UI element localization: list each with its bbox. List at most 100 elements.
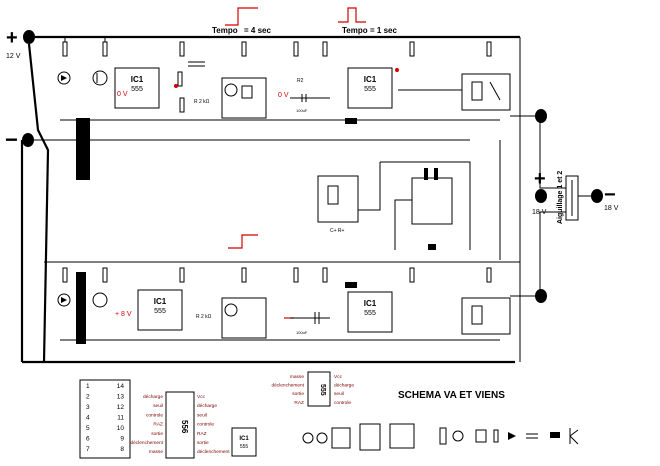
pinout-556-label: 556 [180, 420, 189, 434]
supply-minus-terminal: − [5, 127, 34, 152]
transistor-relay-bottom [224, 303, 238, 317]
r2-label-top: R2 [297, 78, 304, 84]
pin555-left: déclenchement [271, 383, 304, 389]
led-bottom [57, 293, 71, 307]
dip14-pin-right: 8 [120, 446, 124, 453]
tempo-right: Tempo = 1 sec [338, 7, 397, 35]
output-label: Aiguillage 1 et 2 [557, 171, 564, 224]
relay-right-top [461, 73, 511, 111]
dip14-pin-right: 11 [117, 415, 124, 422]
ic-top-right [347, 67, 393, 109]
tempo-top-label: Tempo [212, 26, 238, 35]
pin556-left: seuil [153, 403, 163, 409]
voltage-bottom-left: + 8 V [115, 311, 132, 318]
voltage-top-left: 0 V [117, 91, 128, 98]
dip14-pin-right: 10 [117, 425, 125, 432]
legend-relay-icon [359, 423, 381, 451]
legend-switch-icon [475, 429, 487, 443]
transistor-top [92, 70, 108, 86]
dip14-pin-left: 1 [86, 383, 90, 390]
bottom-channel: IC1 555 + 8 V R 2 kΩ 100uF IC1 555 [57, 267, 511, 339]
dip14-pin-left: 4 [86, 415, 90, 422]
pin555-right: controle [334, 400, 351, 406]
r2-value-bottom: R 2 kΩ [196, 314, 212, 320]
relay-middle-right [411, 177, 453, 225]
pin556-right: RAZ [197, 431, 207, 437]
ic-bottom-right-type: 555 [364, 310, 376, 317]
supply-plus-node [23, 30, 35, 44]
pin556-right: déclenchement [197, 449, 230, 455]
output-plus-sign: + [534, 168, 546, 190]
led-red-top-right [395, 68, 399, 72]
legend-ic-name: IC1 [239, 436, 249, 442]
pin555-right: décharge [334, 383, 354, 389]
supply-plus-sign: + [6, 27, 18, 49]
tempo-right-label: Tempo [342, 26, 368, 35]
relay-middle-labels: C+ R+ [330, 228, 345, 234]
pin556-right: décharge [197, 403, 217, 409]
pin555-left: RAZ [294, 400, 304, 406]
ic-bottom-right [347, 291, 393, 333]
legend-transistor-icon [316, 432, 328, 444]
pin555-left: sortie [292, 391, 304, 397]
voltage-top-mid: 0 V [278, 92, 289, 99]
dip14-pin-right: 14 [117, 383, 125, 390]
cap-black-top [345, 118, 357, 124]
transistor-relay-top [224, 83, 238, 97]
dip14-pin-left: 3 [86, 404, 90, 411]
dip14-pin-left: 7 [86, 446, 90, 453]
dip14-pin-left: 5 [86, 425, 90, 432]
relay-right-bottom [461, 297, 511, 335]
ic-top-left [114, 67, 160, 109]
ic-bottom-right-name: IC1 [364, 299, 377, 308]
schematic-title: SCHEMA VA ET VIENS [398, 390, 505, 401]
tempo-top: Tempo = 4 sec [212, 7, 271, 35]
dip14-pin-left: 6 [86, 436, 90, 443]
pinout-555-label: 555 [319, 384, 326, 396]
top-channel: IC1 555 0 V R 2 kΩ 0 V R2 100uF IC1 555 [57, 37, 511, 124]
middle-relays: C+ R+ [317, 161, 471, 250]
pin556-right: sortie [197, 440, 209, 446]
pin556-left: controle [146, 412, 163, 418]
ic-bottom-left-type: 555 [154, 308, 166, 315]
legend-diode-icon [508, 432, 516, 440]
legend-pnp-icon [569, 428, 579, 445]
legend-relay-2-icon [389, 423, 415, 449]
pin556-left: décharge [143, 394, 163, 400]
heatsink-bottom [76, 272, 86, 344]
ic-top-right-name: IC1 [364, 75, 377, 84]
supply-voltage-label: 12 V [6, 53, 21, 60]
dip14-pin-right: 13 [117, 394, 125, 401]
legend-ic-type: 555 [240, 444, 249, 450]
rails [20, 35, 521, 364]
ic-top-left-type: 555 [131, 86, 143, 93]
pin555-left: masse [290, 375, 304, 380]
heatsink-top [76, 118, 90, 180]
output-voltage-right: 18 V [604, 205, 619, 212]
pin556-left: sortie [151, 431, 163, 437]
pin556-right: Vcc [197, 394, 206, 400]
pin556-left: déclenchement [130, 440, 163, 446]
led-red-top [174, 84, 178, 88]
pin556-right: controle [197, 422, 214, 428]
cap-label-top: 100uF [296, 108, 308, 113]
ic-bottom-left-name: IC1 [154, 297, 167, 306]
r2-value-top: R 2 kΩ [194, 99, 210, 105]
output-minus-sign: − [604, 184, 616, 206]
output-section: + 18 V − 18 V Aiguillage 1 et 2 [510, 109, 619, 303]
output-voltage-left: 18 V [532, 209, 547, 216]
dip14-pin-right: 9 [120, 436, 124, 443]
supply-plus-terminal: + 12 V [6, 27, 35, 60]
ic-bottom-left [137, 289, 183, 331]
transistor-bottom [92, 292, 108, 308]
cap-label-bottom: 100uF [296, 330, 308, 335]
cap-black-bottom [345, 282, 357, 288]
tempo-top-value: = 4 sec [244, 26, 271, 35]
pin555-right: Vcc [334, 374, 343, 380]
legend-symbols [302, 423, 579, 451]
ic-top-right-type: 555 [364, 86, 376, 93]
